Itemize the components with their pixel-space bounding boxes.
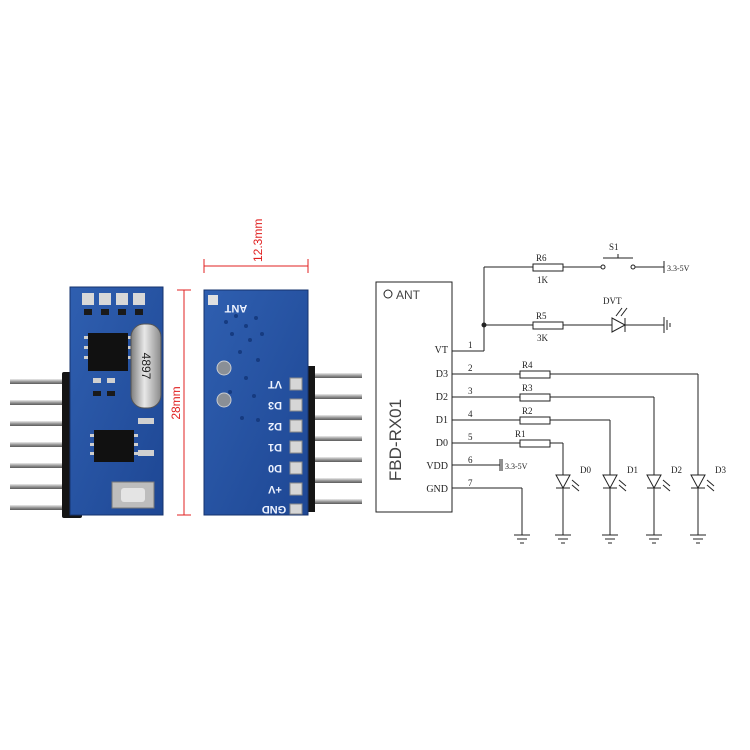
gnd-line [452, 487, 530, 544]
crystal-marking: 4897 [139, 353, 153, 380]
pin-number: 1 [468, 340, 473, 350]
back-pin-label: D1 [268, 441, 282, 453]
front-lower-ic [90, 430, 138, 462]
pin-number: 5 [468, 432, 473, 442]
front-push-button [111, 481, 155, 509]
width-dimension: 12.3mm [203, 219, 309, 273]
r5-ref: R5 [536, 311, 547, 321]
back-mount-hole-2 [216, 392, 232, 408]
resistor-r2 [519, 416, 551, 425]
back-pin-pads [289, 377, 303, 515]
dvt-led-symbol [611, 307, 628, 333]
dvt-label: DVT [603, 296, 622, 306]
led-label: D1 [627, 465, 638, 475]
back-vias [224, 314, 264, 422]
front-crystal: 4897 [130, 323, 162, 409]
pin-name: D3 [436, 369, 448, 380]
r6-ref: R6 [536, 253, 547, 263]
led-label: D2 [671, 465, 682, 475]
r5-value: 3K [537, 333, 549, 343]
resistor-r3 [519, 393, 551, 402]
resistor-r1 [519, 439, 551, 448]
r6-value: 1K [537, 275, 549, 285]
back-pin-label: D3 [268, 399, 282, 411]
r3-ref: R3 [522, 383, 533, 393]
schematic-labels: R6 1K S1 3.3-5V R5 3K DVT R4 R3 R2 R1 3.… [505, 242, 726, 475]
back-header-pins [300, 366, 362, 512]
s1-ref: S1 [609, 242, 619, 252]
back-pin-label: D0 [268, 462, 282, 474]
r2-ref: R2 [522, 406, 533, 416]
pin-name: D2 [436, 392, 448, 403]
pin-name: GND [426, 484, 448, 495]
width-label: 12.3mm [251, 219, 265, 262]
r4-ref: R4 [522, 360, 533, 370]
back-pin-label: +V [267, 483, 281, 495]
front-top-pads [82, 293, 145, 315]
back-pin-label: D2 [268, 420, 282, 432]
resistor-r6 [532, 263, 564, 272]
resistor-r5 [532, 321, 564, 330]
vdd-supply-label: 3.3-5V [505, 462, 528, 471]
data-line-d1 [452, 416, 611, 475]
led-label: D0 [580, 465, 591, 475]
pin-name: D0 [436, 438, 448, 449]
back-pin-label: VT [268, 378, 282, 390]
schematic: ANT FBD-RX01 VT D3 D2 D1 D0 VDD GND 1 2 … [375, 242, 726, 544]
pin-number: 6 [468, 455, 473, 465]
module-antenna-circle [383, 289, 393, 299]
r1-ref: R1 [515, 429, 526, 439]
back-pin-label: GND [262, 503, 287, 515]
height-label: 28mm [169, 386, 183, 419]
front-upper-ic [84, 333, 132, 371]
back-mount-hole-1 [216, 360, 232, 376]
data-line-d3 [452, 370, 699, 475]
pin-number: 3 [468, 386, 473, 396]
vt-net [452, 254, 671, 352]
led-d3-symbol [690, 474, 715, 544]
front-components [93, 378, 154, 456]
pin-name: VDD [426, 461, 448, 472]
data-line-d2 [452, 393, 655, 475]
led-d2-symbol [646, 474, 671, 544]
data-line-d0 [452, 439, 564, 475]
back-antenna-pad [208, 295, 218, 305]
back-board-photo: ANT VT D3 D2 D1 D0 +V GND [203, 289, 362, 516]
resistor-r4 [519, 370, 551, 379]
module-name: FBD-RX01 [386, 399, 405, 481]
back-pin-labels: VT D3 D2 D1 D0 +V GND [262, 378, 287, 515]
height-dimension: 28mm [169, 289, 191, 516]
pin-number: 2 [468, 363, 473, 373]
supply-label: 3.3-5V [667, 264, 690, 273]
pin-name: D1 [436, 415, 448, 426]
module-pin-names: VT D3 D2 D1 D0 VDD GND [426, 345, 448, 495]
pin-number: 4 [468, 409, 473, 419]
pin-name: VT [435, 345, 448, 356]
back-antenna-label: ANT [224, 302, 247, 314]
vdd-line [452, 459, 503, 471]
led-d1-symbol [602, 474, 627, 544]
led-d0-symbol [555, 474, 580, 544]
front-board-photo: 4897 [10, 286, 164, 518]
module-pin-numbers: 1 2 3 4 5 6 7 [468, 340, 473, 488]
module-antenna-label: ANT [396, 288, 421, 302]
pin-number: 7 [468, 478, 473, 488]
led-label: D3 [715, 465, 726, 475]
